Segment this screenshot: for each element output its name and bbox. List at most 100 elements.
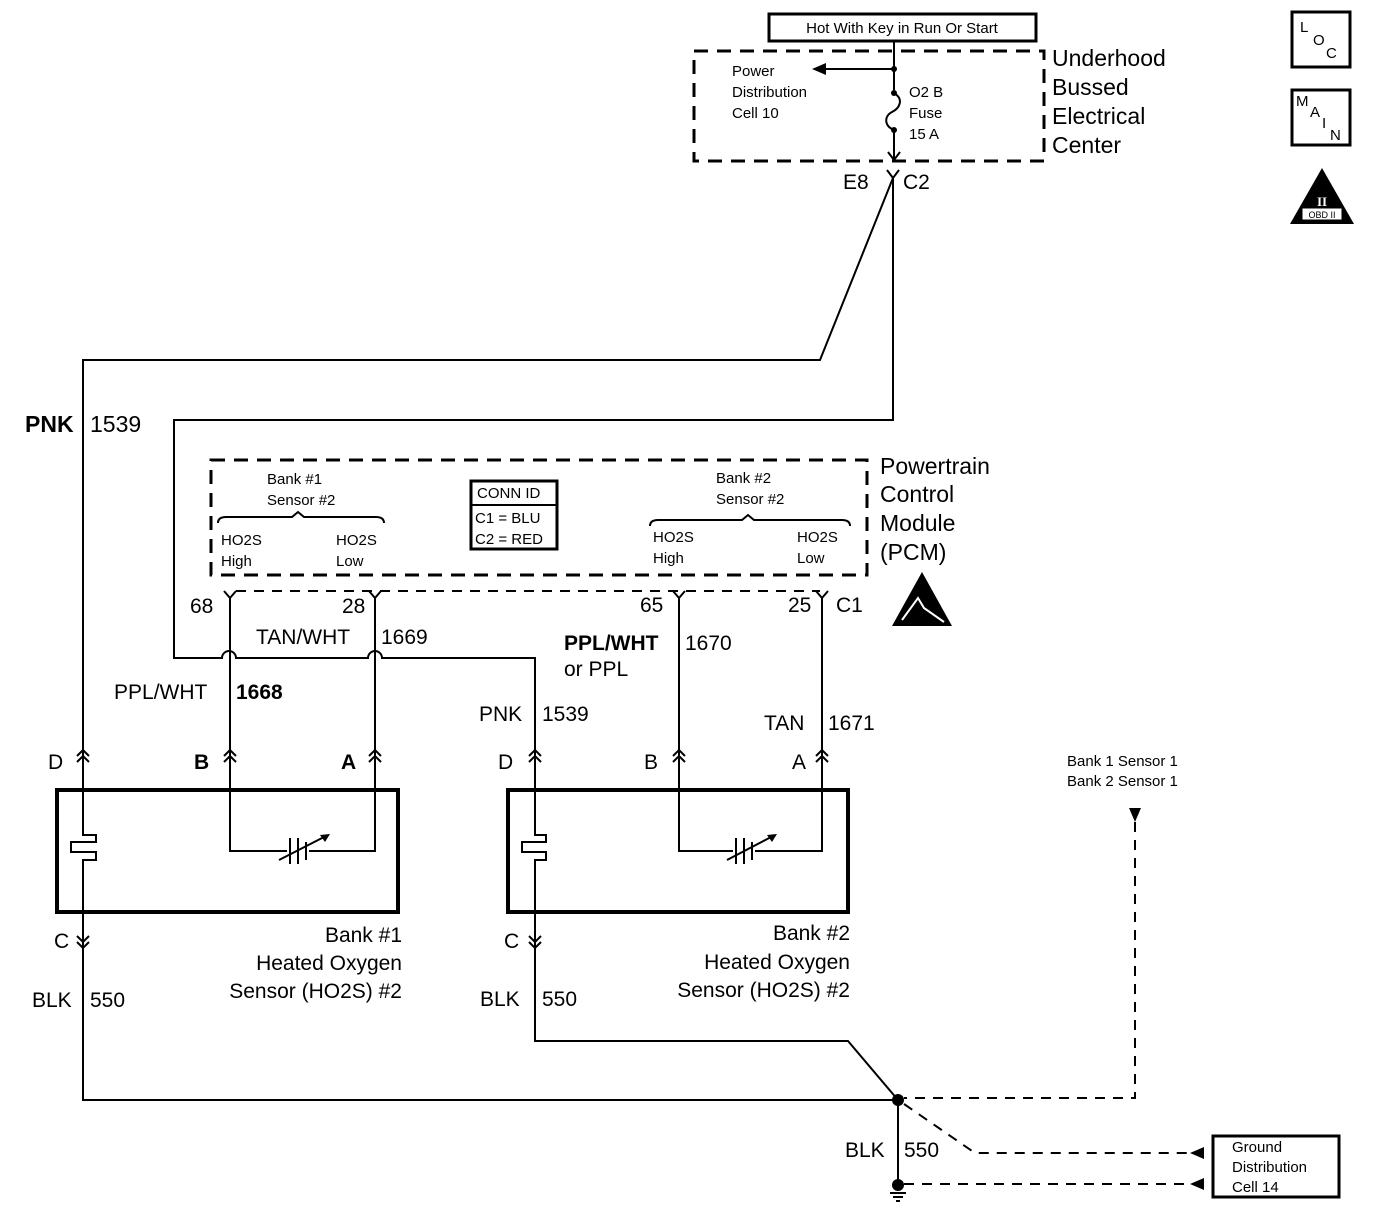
obd-ii-icon[interactable]: II OBD II (1290, 168, 1354, 224)
main-icon[interactable]: M A I N (1290, 88, 1352, 147)
svg-text:High: High (653, 550, 684, 567)
svg-text:HO2S: HO2S (221, 532, 262, 549)
variable-cell-icon (726, 834, 777, 864)
svg-text:1670: 1670 (685, 632, 732, 655)
variable-cell-icon (278, 834, 330, 864)
svg-text:D: D (48, 751, 63, 774)
svg-text:L: L (1300, 19, 1308, 36)
svg-text:Distribution: Distribution (1232, 1159, 1307, 1176)
svg-text:Cell 14: Cell 14 (1232, 1179, 1279, 1196)
wire-pnk-1539-left[interactable] (82, 177, 894, 750)
svg-text:M: M (1296, 93, 1309, 110)
bank1-brace (217, 510, 385, 524)
heater-element-icon (70, 750, 97, 950)
svg-text:C: C (1326, 45, 1337, 62)
svg-text:(PCM): (PCM) (880, 539, 946, 565)
other-sensors-label: Bank 1 Sensor 1 (1067, 753, 1178, 770)
svg-text:Low: Low (336, 553, 364, 570)
svg-text:OBD II: OBD II (1308, 210, 1335, 220)
svg-text:HO2S: HO2S (653, 529, 694, 546)
arrow-down-icon (887, 151, 901, 162)
connector-c1-label: C1 (836, 594, 863, 617)
svg-text:O2 B: O2 B (909, 84, 943, 101)
svg-text:Sensor (HO2S) #2: Sensor (HO2S) #2 (677, 979, 850, 1002)
svg-text:or PPL: or PPL (564, 658, 628, 681)
svg-text:Sensor (HO2S) #2: Sensor (HO2S) #2 (229, 980, 402, 1003)
pin-28-label: 28 (342, 595, 365, 618)
splice-icon (892, 1094, 904, 1106)
svg-text:CONN ID: CONN ID (477, 485, 541, 502)
wire-label-circuit: 1539 (90, 411, 141, 437)
conn-id-box: CONN ID C1 = BLU C2 = RED (469, 479, 559, 551)
svg-text:Electrical: Electrical (1052, 103, 1145, 129)
svg-text:N: N (1330, 127, 1341, 144)
ground-distribution-box[interactable]: Ground Distribution Cell 14 (1211, 1134, 1341, 1199)
hot-label: Hot With Key in Run Or Start (806, 20, 999, 37)
svg-text:A: A (341, 751, 356, 774)
connector-c2-label: C2 (903, 171, 930, 194)
svg-text:TAN/WHT: TAN/WHT (256, 626, 350, 649)
esd-warning-icon (892, 572, 952, 626)
svg-text:BLK: BLK (32, 989, 72, 1012)
arrow-down-icon (1129, 808, 1141, 822)
svg-text:Center: Center (1052, 132, 1121, 158)
pin-65-label: 65 (640, 594, 663, 617)
arrow-left-icon (812, 63, 826, 75)
fuse-icon (885, 92, 901, 131)
svg-text:HO2S: HO2S (336, 532, 377, 549)
svg-text:PPL/WHT: PPL/WHT (114, 681, 208, 704)
arrow-left-icon (1190, 1147, 1204, 1159)
heater-element-icon (521, 750, 547, 950)
svg-text:Cell 10: Cell 10 (732, 105, 779, 122)
other-sensors-ground-link (904, 822, 1136, 1099)
underhood-fuse-block: Underhood Bussed Electrical Center Power… (692, 41, 1166, 163)
svg-text:Heated Oxygen: Heated Oxygen (704, 951, 850, 974)
bank2-brace (649, 513, 851, 527)
svg-text:PPL/WHT: PPL/WHT (564, 632, 659, 655)
sensor-bank1-ho2s2: D B A C Bank #1 Heated Oxygen Sensor (HO… (48, 748, 402, 1003)
pin-25-label: 25 (788, 594, 811, 617)
wire-pnk-1539-right[interactable] (173, 178, 894, 750)
svg-text:Sensor #2: Sensor #2 (267, 492, 335, 509)
wire-blk-550-left[interactable] (82, 948, 898, 1101)
svg-text:Sensor #2: Sensor #2 (716, 491, 784, 508)
svg-text:C: C (504, 930, 519, 953)
svg-text:1669: 1669 (381, 626, 428, 649)
svg-text:TAN: TAN (764, 712, 804, 735)
svg-text:Bank #1: Bank #1 (325, 924, 402, 947)
svg-text:Heated Oxygen: Heated Oxygen (256, 952, 402, 975)
hot-label-box: Hot With Key in Run Or Start (767, 12, 1038, 43)
svg-text:Power: Power (732, 63, 775, 80)
svg-text:D: D (498, 751, 513, 774)
svg-text:C1 = BLU: C1 = BLU (475, 510, 540, 527)
svg-text:Underhood: Underhood (1052, 45, 1166, 71)
svg-text:Bank #1: Bank #1 (267, 471, 322, 488)
svg-text:Module: Module (880, 510, 955, 536)
svg-text:HO2S: HO2S (797, 529, 838, 546)
svg-text:O: O (1313, 32, 1325, 49)
svg-text:Low: Low (797, 550, 825, 567)
pcm-pin-terminals (223, 590, 829, 600)
sensor-bank2-ho2s2: D B A C Bank #2 Heated Oxygen Sensor (HO… (498, 748, 850, 1002)
svg-text:1668: 1668 (236, 681, 283, 704)
pin-terminal-c (76, 935, 90, 944)
svg-text:Ground: Ground (1232, 1139, 1282, 1156)
wire-label-color: PNK (25, 411, 74, 437)
svg-text:A: A (792, 751, 806, 774)
svg-text:High: High (221, 553, 252, 570)
svg-text:I: I (1322, 115, 1326, 132)
svg-text:B: B (194, 751, 209, 774)
svg-text:Bussed: Bussed (1052, 74, 1129, 100)
connector-icon (886, 169, 900, 180)
ground-splice-icon (892, 1179, 904, 1191)
svg-text:C: C (54, 930, 69, 953)
ground-icon (890, 1192, 906, 1202)
arrow-left-icon (1190, 1178, 1204, 1190)
wire-blk-550-right[interactable] (534, 948, 899, 1101)
loc-icon[interactable]: L O C (1290, 10, 1352, 69)
ground-distribution-link-1 (903, 1103, 1192, 1154)
svg-text:1539: 1539 (542, 703, 589, 726)
svg-text:Bank #2: Bank #2 (716, 470, 771, 487)
svg-text:BLK: BLK (845, 1139, 885, 1162)
